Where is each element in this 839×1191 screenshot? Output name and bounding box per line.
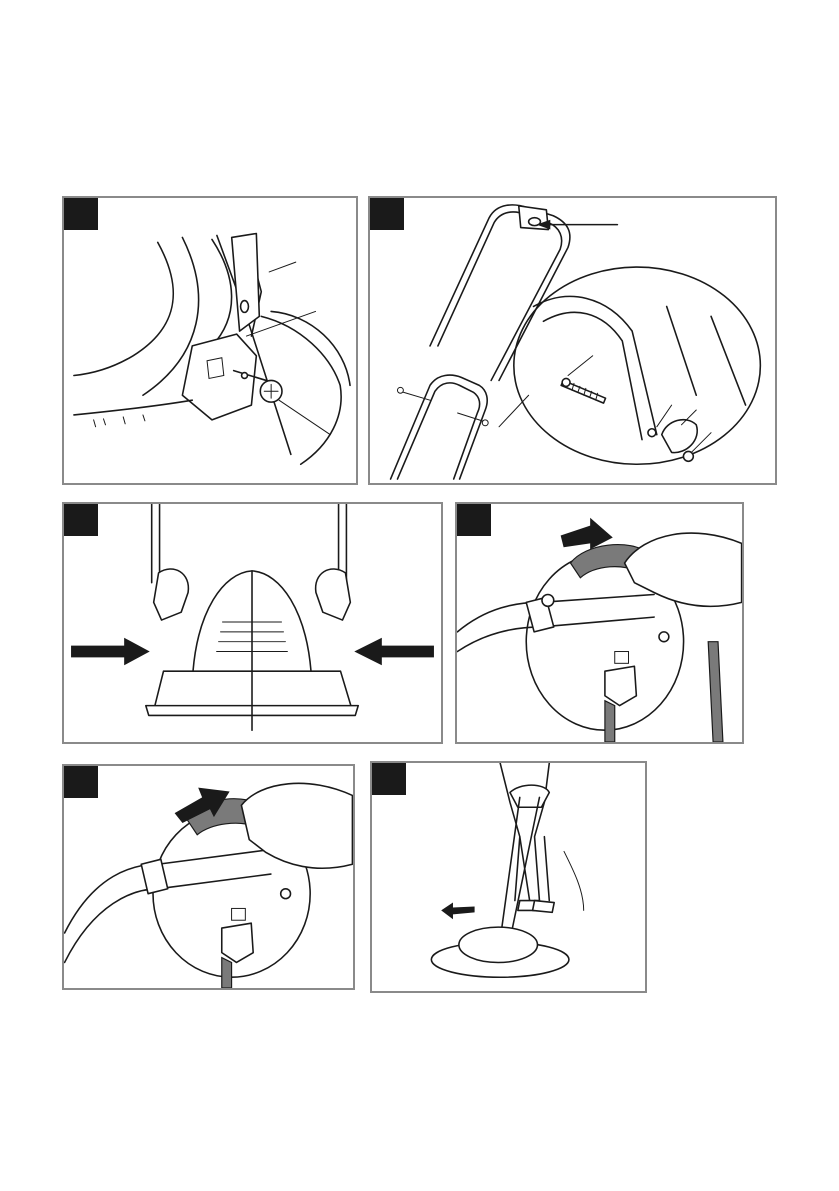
arrow-icon	[561, 518, 613, 549]
deck	[154, 671, 353, 710]
arrow-icon	[354, 638, 434, 666]
callout-line-1	[269, 262, 296, 272]
figure-2-panel	[368, 196, 777, 485]
detail-magnifier	[514, 267, 761, 464]
arrow-icon	[71, 638, 150, 666]
hand-icon	[510, 785, 549, 807]
hand-icon	[316, 569, 351, 620]
mower-hood	[459, 927, 538, 962]
handle-hole	[241, 301, 249, 313]
washer	[648, 429, 656, 437]
figure-6-panel	[370, 761, 647, 993]
figure-5-panel	[62, 764, 355, 990]
operator-legs	[500, 763, 549, 901]
figure-4-illustration	[457, 504, 742, 742]
figure-1-illustration	[64, 198, 356, 483]
handle-tube	[232, 234, 260, 332]
figure-1-panel	[62, 196, 358, 485]
figure-6-illustration	[372, 763, 645, 991]
knob-icon	[662, 420, 697, 453]
upper-handle	[430, 205, 570, 381]
figure-4-panel	[455, 502, 744, 744]
hand-icon	[154, 569, 189, 620]
mower-handle	[500, 797, 539, 940]
arrow-icon	[441, 903, 474, 920]
figure-3-illustration	[64, 504, 441, 742]
callout-line-3	[279, 400, 330, 435]
callout-bolt	[568, 356, 593, 376]
figure-2-illustration	[370, 198, 775, 483]
figure-5-illustration	[64, 766, 353, 988]
figure-3-panel	[62, 502, 443, 744]
